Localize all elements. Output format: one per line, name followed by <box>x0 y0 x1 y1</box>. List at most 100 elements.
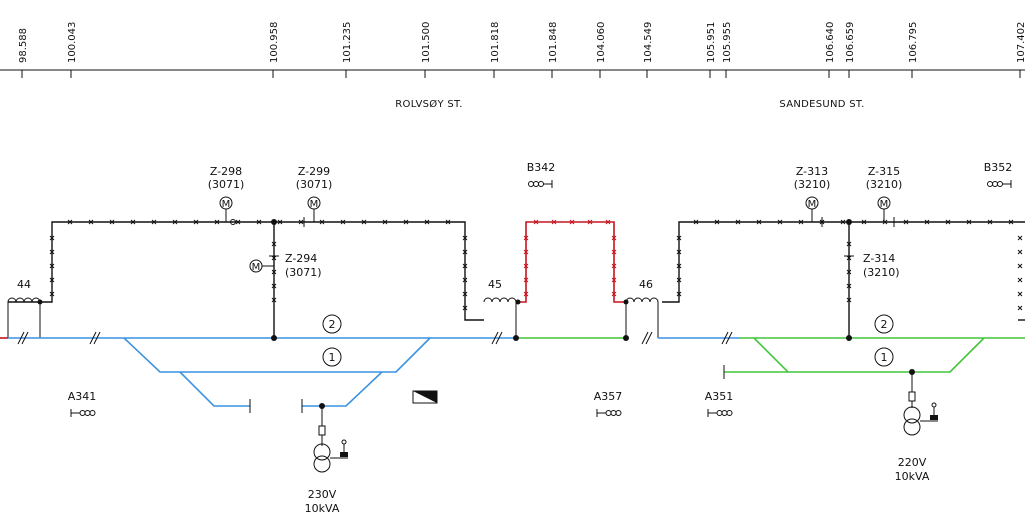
km-label: 106.795 <box>908 22 919 63</box>
section-46: 46 <box>625 278 659 338</box>
section-44: 44 <box>7 278 41 338</box>
insulator-mark <box>714 219 720 225</box>
switch-z298: Z-298 (3071) M <box>208 165 245 225</box>
insulator-mark <box>861 219 867 225</box>
junction-dot <box>846 335 852 341</box>
insulator-mark <box>676 277 682 283</box>
junction-dot <box>623 299 629 305</box>
svg-text:1: 1 <box>329 351 336 364</box>
insulator-mark <box>756 219 762 225</box>
insulator-mark <box>462 263 468 269</box>
track-2-right: 2 <box>874 314 894 334</box>
svg-text:B342: B342 <box>527 161 556 174</box>
insulator-mark <box>798 219 804 225</box>
section-44-label: 44 <box>17 278 31 291</box>
insulator-mark <box>462 235 468 241</box>
insulator-mark <box>462 249 468 255</box>
svg-text:Z-314: Z-314 <box>863 252 895 265</box>
track-1-left: 1 <box>322 347 342 367</box>
km-label: 105.951 <box>706 22 717 63</box>
insulator-mark <box>903 219 909 225</box>
junction-dot <box>515 299 521 305</box>
insulator-mark <box>523 249 529 255</box>
insulator-markers <box>49 219 1023 311</box>
motor-icon: M <box>808 199 817 210</box>
insulator-mark <box>676 249 682 255</box>
insulator-mark <box>523 235 529 241</box>
insulator-mark <box>1017 263 1023 269</box>
km-label: 101.848 <box>548 22 559 63</box>
insulator-mark <box>551 219 557 225</box>
insulator-mark <box>256 219 262 225</box>
transformer-left: 230V 10kVA <box>305 403 348 515</box>
svg-text:Z-299: Z-299 <box>298 165 330 178</box>
transformer-right-power: 10kVA <box>895 470 930 483</box>
feeder-black-left <box>8 221 484 321</box>
insulator-mark <box>1017 291 1023 297</box>
junction-dot <box>271 219 277 225</box>
track-2-left: 2 <box>322 314 342 334</box>
insulator-mark <box>587 219 593 225</box>
km-label: 105.955 <box>722 22 733 63</box>
insulator-mark <box>605 219 611 225</box>
insulator-mark <box>319 219 325 225</box>
switch-z314: Z-314 (3210) <box>844 252 900 279</box>
switch-z294: Z-294 (3071) M <box>249 252 322 279</box>
switch-z315: Z-315 (3210) M <box>866 165 902 227</box>
svg-text:A341: A341 <box>68 390 97 403</box>
junction-dot <box>513 335 519 341</box>
signal-a357: A357 <box>594 390 623 417</box>
svg-text:(3071): (3071) <box>208 178 245 191</box>
insulator-mark <box>1017 235 1023 241</box>
km-label: 106.659 <box>845 22 856 63</box>
junction-dot <box>37 299 43 305</box>
junction-dot <box>271 335 277 341</box>
svg-text:A351: A351 <box>705 390 734 403</box>
insulator-mark <box>49 291 55 297</box>
svg-text:1: 1 <box>881 351 888 364</box>
svg-text:(3071): (3071) <box>296 178 333 191</box>
signal-a351: A351 <box>705 390 734 417</box>
insulator-mark <box>67 219 73 225</box>
insulator-mark <box>693 219 699 225</box>
transformer-left-power: 10kVA <box>305 502 340 515</box>
motor-icon: M <box>252 262 261 273</box>
insulator-mark <box>214 219 220 225</box>
svg-text:A357: A357 <box>594 390 623 403</box>
svg-text:2: 2 <box>329 318 336 331</box>
insulator-mark <box>1017 249 1023 255</box>
svg-text:Z-313: Z-313 <box>796 165 828 178</box>
km-label: 101.235 <box>342 22 353 63</box>
insulator-mark <box>523 277 529 283</box>
transformer-right-voltage: 220V <box>898 456 927 469</box>
track-blue <box>8 337 740 413</box>
station-rolvsoy: ROLVSØY ST. <box>395 98 462 110</box>
switch-z313: Z-313 (3210) M <box>794 165 831 227</box>
insulator-mark <box>945 219 951 225</box>
svg-text:Z-315: Z-315 <box>868 165 900 178</box>
motor-icon: M <box>222 199 231 210</box>
svg-text:(3210): (3210) <box>794 178 831 191</box>
track-1-right: 1 <box>874 347 894 367</box>
insulator-mark <box>569 219 575 225</box>
signal-b342: B342 <box>527 161 556 188</box>
insulator-mark <box>611 291 617 297</box>
insulator-mark <box>151 219 157 225</box>
insulator-mark <box>533 219 539 225</box>
svg-text:B352: B352 <box>984 161 1013 174</box>
insulator-mark <box>462 291 468 297</box>
svg-text:(3210): (3210) <box>863 266 900 279</box>
insulator-mark <box>172 219 178 225</box>
insulator-mark <box>361 219 367 225</box>
insulated-joints <box>17 331 733 345</box>
signal-a341: A341 <box>68 390 97 417</box>
insulator-mark <box>611 277 617 283</box>
insulator-mark <box>298 219 304 225</box>
km-label: 100.043 <box>67 22 78 63</box>
insulator-mark <box>777 219 783 225</box>
svg-text:(3071): (3071) <box>285 266 322 279</box>
km-label: 104.060 <box>596 22 607 63</box>
station-sandesund: SANDESUND ST. <box>779 99 864 110</box>
insulator-mark <box>462 305 468 311</box>
